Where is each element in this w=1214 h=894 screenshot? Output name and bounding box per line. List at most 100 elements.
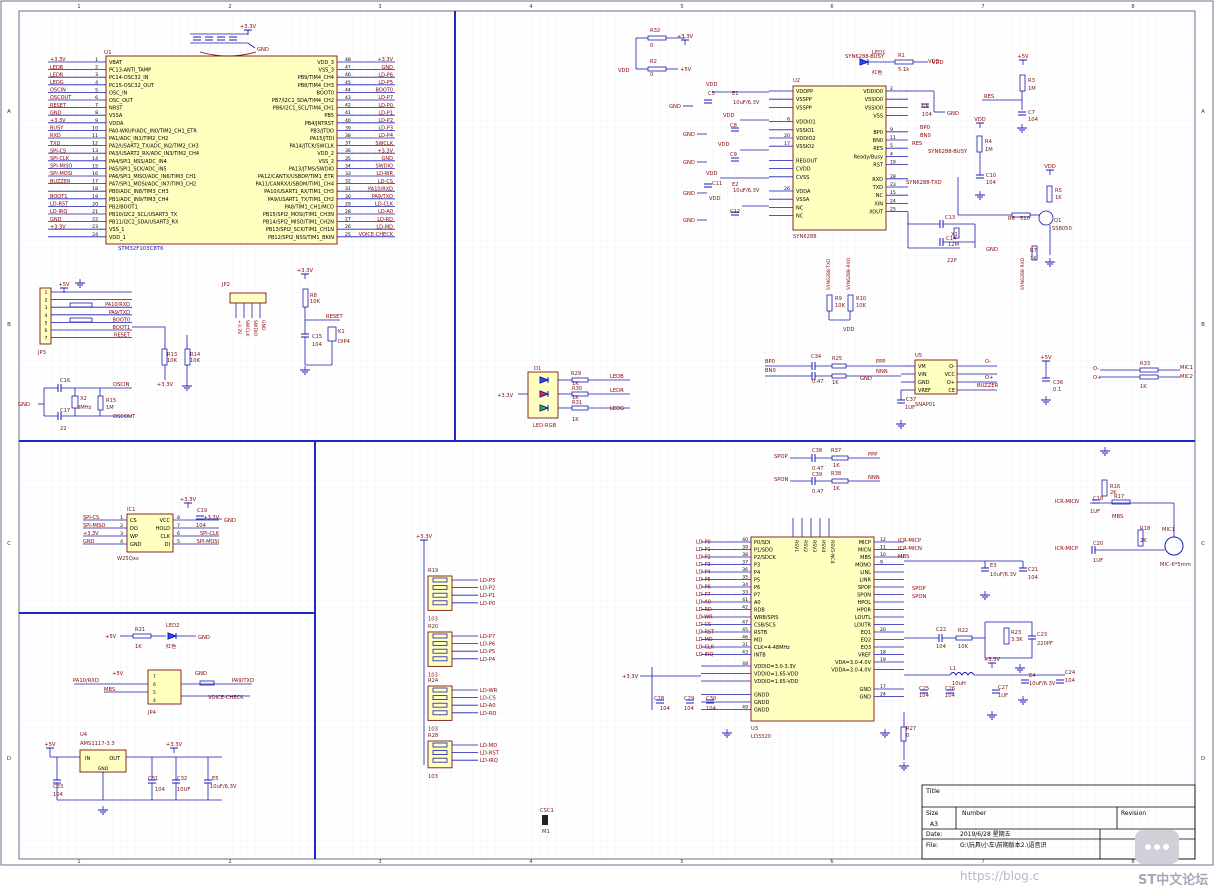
u1-pin-number: 39 — [345, 125, 351, 131]
zone-row-label: C — [7, 541, 11, 547]
csc1-ref: CSC1 — [540, 808, 554, 814]
rpack-net-label: LD-WR — [480, 688, 498, 694]
mic-micn-label: ICR-MICN — [1055, 499, 1079, 505]
c6-capacitor — [921, 103, 929, 108]
mic1-ref: MIC1 — [1162, 527, 1175, 533]
ic1-ref: IC1 — [127, 507, 135, 513]
r30-ref: R30 — [572, 386, 582, 392]
u2-decoupling-cap — [731, 211, 739, 216]
mic-mbs-label: MBS — [1112, 514, 1123, 520]
u2-vdd-label: VDD — [718, 142, 730, 148]
ic1-pin-name: VCC — [160, 518, 171, 524]
jp3-pin-number: 3 — [45, 305, 48, 311]
u3-gnd-icon — [722, 729, 732, 738]
u5-buzzer-label: BUZZER — [977, 383, 999, 389]
u3-body — [750, 536, 875, 722]
power-label: +3.3V — [240, 24, 257, 30]
u1-pin-number: 22 — [92, 217, 98, 223]
u2-pin-name: VSSIO0 — [865, 97, 883, 103]
u3-pin-name: RDB — [754, 608, 765, 614]
r31-value: 1K — [572, 417, 579, 423]
c33-ref: C33 — [53, 784, 63, 790]
u2-pin-name: BP0 — [873, 130, 883, 136]
u2-pin-number: 5 — [890, 143, 893, 149]
u1-pin-number: 45 — [345, 80, 351, 86]
u2-vdd-label: VDD — [706, 171, 718, 177]
u4-pin-gnd: GND — [98, 766, 109, 772]
c37-value: 1UF — [905, 405, 915, 411]
zone-row-label: B — [7, 322, 11, 328]
u1-decap-power — [244, 29, 252, 35]
u3-pin-name: P7 — [754, 593, 760, 599]
c22-ref: C22 — [936, 627, 946, 633]
u2-gnd-label: GND — [683, 160, 695, 166]
file-value: G:\玩具\小车\前期版本2.\语音识 — [960, 841, 1046, 849]
u1-pin-name: PC15-OSC32_OUT — [109, 83, 155, 89]
r33-ref: R33 — [1140, 361, 1150, 367]
rpack-resistor — [432, 687, 448, 693]
u2-vdd-label: VDD — [723, 113, 735, 119]
u1-net-label: +3.3V — [377, 57, 393, 63]
rpack-net-label: LD-P3 — [480, 578, 495, 584]
jp4-pin-number: 7 — [153, 674, 156, 680]
u1-net-label: PA9/TXD — [372, 194, 393, 200]
u2-pin-number: 20 — [784, 133, 790, 139]
u3-value: LD3320 — [751, 734, 771, 740]
schematic-content: U1STM32F103C8T6VBAT1+3.3VPC13-ANTI_TAMP2… — [18, 24, 1193, 835]
r7-value: 1K — [1030, 256, 1037, 262]
c8-ref: C8 — [730, 123, 737, 129]
u3-pin-name: VDDIO=1.65-VDD — [754, 672, 799, 678]
u1-pin-number: 13 — [92, 148, 98, 154]
jp2-net-label: SWDIO — [252, 320, 258, 336]
u1-pin-number: 11 — [92, 133, 98, 139]
zone-row-label: D — [1201, 756, 1205, 762]
r21-ref: R21 — [135, 627, 145, 633]
u1-pin-number: 5 — [95, 87, 98, 93]
u3-pin-number: 33 — [742, 590, 748, 596]
rpack-resistor — [432, 641, 448, 646]
u1-net-label: SPI-CS — [50, 148, 66, 154]
boot-wire — [132, 326, 166, 349]
u3-pin-number: 11 — [880, 545, 886, 551]
u1-net-label: +3.3V — [50, 118, 66, 124]
u3-net-label: LD-A0 — [696, 600, 711, 606]
l1-value: 10uH — [952, 681, 966, 687]
u3-pin-name: EQ2 — [861, 638, 871, 644]
u2-pin-name: RES — [873, 146, 883, 152]
u2-pin-name: VDDPP — [796, 89, 813, 95]
r10-resistor — [847, 294, 854, 312]
sheet-frame — [0, 0, 1214, 866]
u3-pin-name: VDDIO=1.65-VDD — [754, 679, 799, 685]
r9-r10-vdd-label: VDD — [843, 327, 855, 333]
bp0-net-label: BP0 — [920, 125, 930, 131]
x1-crystal-icon — [953, 227, 960, 239]
power-label: +3.3V — [166, 742, 183, 748]
u3-spon-label: SPON — [912, 594, 927, 600]
u1-pin-number: 3 — [95, 72, 98, 78]
c37-capacitor — [897, 399, 905, 404]
u1-pin-name: PB15/SPI2_MOSI/TIM1_CH3N — [263, 212, 334, 218]
watermark-forum: ST中文论坛 — [1138, 872, 1208, 888]
r3-resistor — [1019, 74, 1026, 92]
led-triangle — [539, 376, 550, 384]
c16-ref: C16 — [60, 378, 70, 384]
led2-5v-label: +5V — [105, 634, 117, 640]
zone-col-label: 5 — [680, 4, 683, 10]
u1-net-label: BUSY — [50, 126, 64, 132]
q1-gnd-icon — [1045, 258, 1055, 267]
u1-pin-number: 28 — [345, 209, 351, 215]
u2-decoupling-cap — [704, 99, 712, 104]
c21-ref: C21 — [1028, 567, 1038, 573]
power-label: VDD — [974, 117, 986, 123]
u1-pin-number: 17 — [92, 179, 98, 185]
u1-net-label: LD-A0 — [378, 209, 393, 215]
date-value: 2019/6/28 星期五 — [960, 830, 1011, 838]
u1-pin-name: PA0-WKUP/ADC_IN0/TIM2_CH1_ETR — [109, 128, 197, 134]
d1-power-label: +3.3V — [497, 393, 514, 399]
u4-pin-in: IN — [85, 756, 90, 762]
x2-value: 8MHz — [77, 405, 92, 411]
u5-gnd-label: GND — [860, 376, 872, 382]
u1-net-label: LD-P1 — [378, 110, 393, 116]
u1-net-label: SWDIO — [376, 164, 393, 170]
u5-pin-name: VREF — [918, 388, 931, 394]
